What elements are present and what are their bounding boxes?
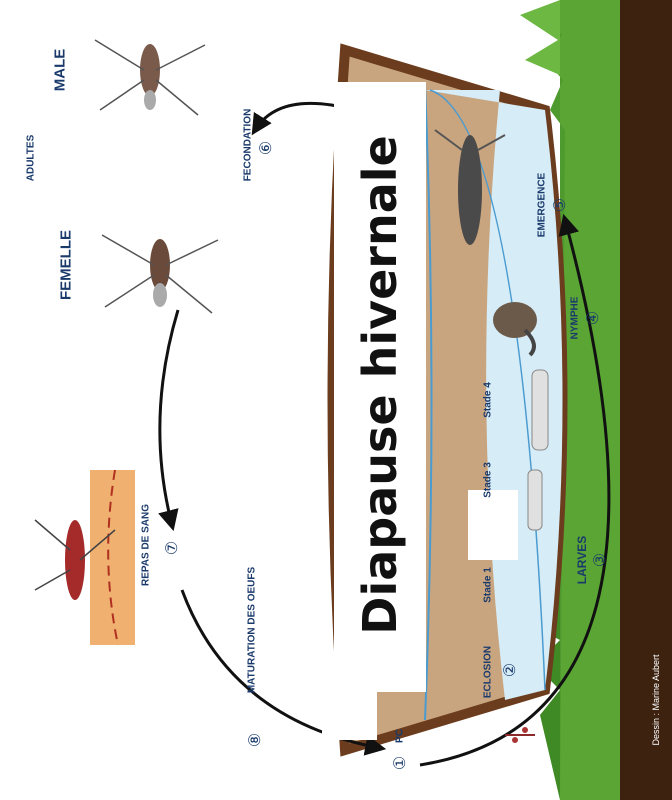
step-7: ⑦ — [162, 541, 182, 555]
step-4: ④ — [583, 311, 603, 325]
label-fecondation: FECONDATION — [243, 109, 254, 182]
diagram-title: Diapause hivernale — [353, 135, 407, 634]
arrow-female-to-meal — [160, 310, 178, 525]
mask-patch-2 — [322, 690, 377, 740]
mask-patch-1 — [468, 490, 518, 560]
step-1: ① — [390, 756, 410, 770]
step-3: ③ — [590, 553, 610, 567]
male-mosquito — [95, 40, 205, 115]
label-stade-4: Stade 4 — [483, 382, 494, 418]
ground-strip — [618, 0, 672, 800]
label-adultes: ADULTES — [26, 135, 37, 181]
label-repas-de-sang: REPAS DE SANG — [141, 504, 152, 586]
label-larves: LARVES — [575, 536, 589, 584]
label-nymphe: NYMPHE — [570, 297, 581, 340]
step-8: ⑧ — [245, 733, 265, 747]
label-stade-1: Stade 1 — [483, 567, 494, 603]
step-2: ② — [500, 663, 520, 677]
label-maturation: MATURATION DES OEUFS — [247, 567, 258, 693]
step-6: ⑥ — [256, 141, 276, 155]
label-eclosion: ECLOSION — [483, 646, 494, 698]
red-plant — [505, 727, 535, 743]
label-pc: PC — [395, 729, 406, 743]
larva-stage-3 — [528, 470, 542, 530]
label-stade-3: Stade 3 — [483, 462, 494, 498]
label-femelle: FEMELLE — [58, 230, 75, 300]
label-emergence: EMERGENCE — [537, 173, 548, 237]
label-male: MALE — [52, 49, 69, 92]
female-mosquito — [102, 235, 218, 313]
larva-stage-4 — [532, 370, 548, 450]
credit-text: Dessin : Marine Aubert — [651, 654, 661, 745]
step-5: ⑤ — [550, 198, 570, 212]
